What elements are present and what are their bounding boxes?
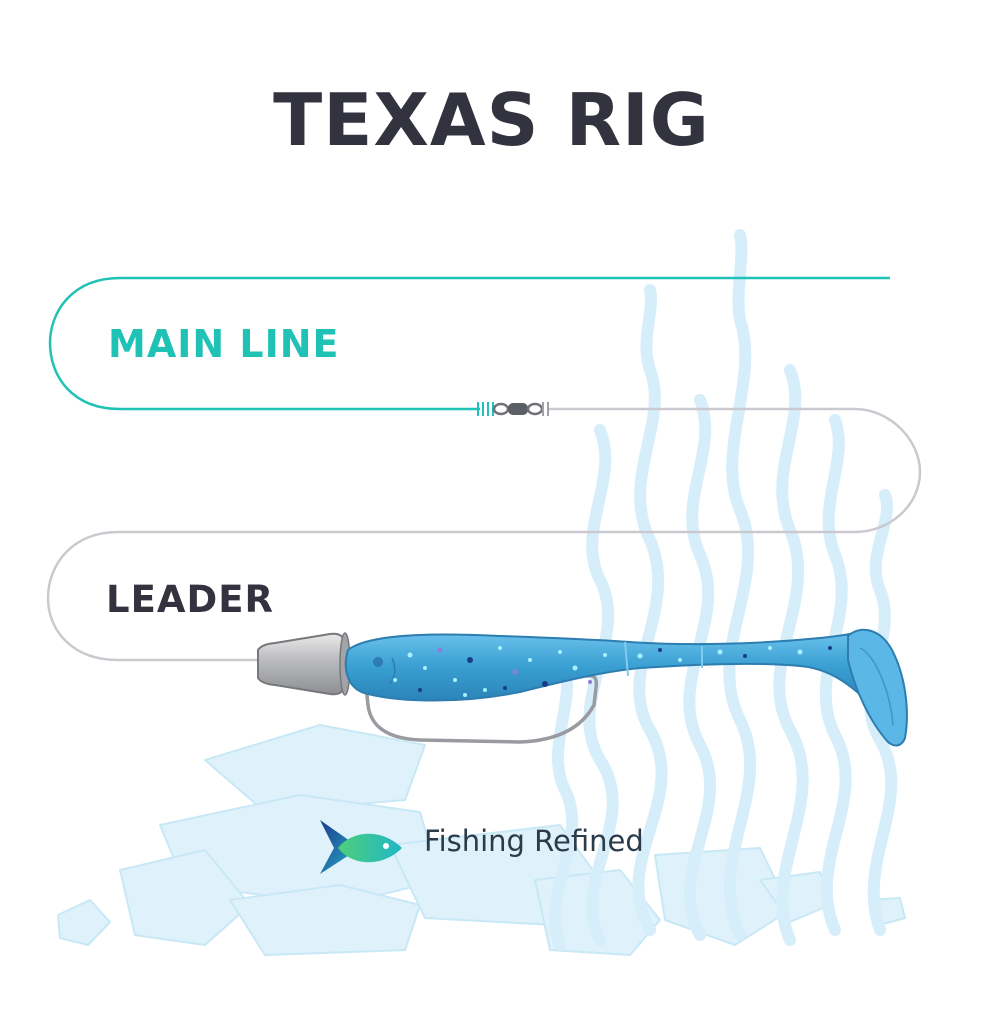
main-line — [48, 276, 890, 411]
main-line-label: MAIN LINE — [108, 322, 340, 366]
swimbait-lure — [344, 628, 908, 747]
lure-eye — [373, 657, 383, 667]
rock — [204, 724, 426, 813]
lure-flakes — [393, 646, 832, 697]
seaweed-strand — [549, 659, 579, 951]
swivel — [477, 402, 549, 416]
offset-hook — [350, 662, 599, 744]
leader-line — [46, 407, 922, 662]
rock — [654, 847, 791, 946]
seaweed-strand — [632, 284, 668, 936]
leader-label: LEADER — [106, 578, 274, 621]
rock — [119, 849, 251, 946]
fish-logo-icon — [320, 820, 402, 874]
rock — [57, 899, 111, 946]
bullet-sinker — [257, 632, 351, 696]
rock — [229, 884, 421, 956]
seaweed-strand — [723, 229, 757, 941]
diagram-title: TEXAS RIG — [273, 78, 710, 162]
seaweed-strand — [583, 424, 619, 946]
brand-name: Fishing Refined — [424, 824, 644, 858]
